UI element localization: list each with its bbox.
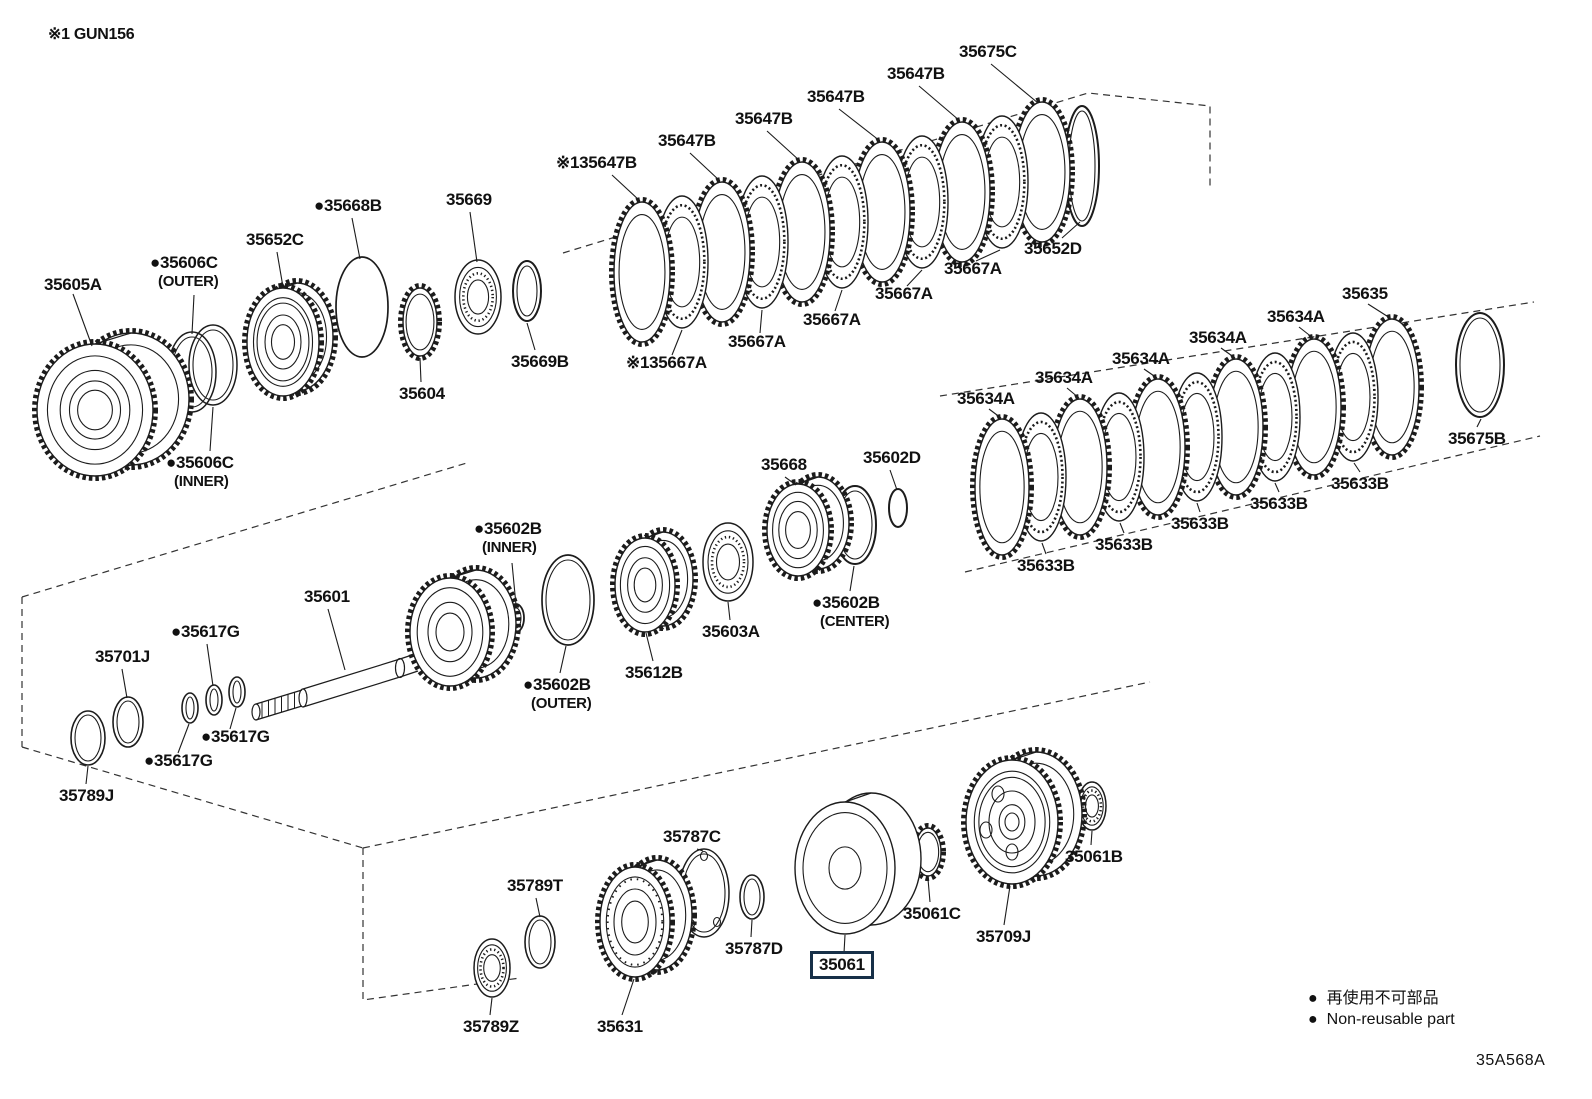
part-label-35787C[interactable]: 35787C xyxy=(663,827,721,846)
part-label-35652D[interactable]: 35652D xyxy=(1024,239,1082,258)
drawing-35668B xyxy=(335,256,389,358)
drawing-35669B xyxy=(512,260,542,322)
part-label-35634A[interactable]: 35634A xyxy=(1267,307,1325,326)
dot-icon: ● xyxy=(1308,990,1318,1007)
part-label-35647B[interactable]: ※135647B xyxy=(556,153,637,172)
part-label-35668[interactable]: 35668 xyxy=(761,455,807,474)
drawing-35604 xyxy=(398,283,442,361)
part-label-35675B[interactable]: 35675B xyxy=(1448,429,1506,448)
part-label-35634A[interactable]: 35634A xyxy=(957,389,1015,408)
part-label-35635[interactable]: 35635 xyxy=(1342,284,1388,303)
part-label-35633B[interactable]: 35633B xyxy=(1171,514,1229,533)
part-label-35606C-outer[interactable]: ●35606C(OUTER) xyxy=(150,253,219,291)
drawing-35617G xyxy=(228,676,246,708)
part-label-35667A[interactable]: ※135667A xyxy=(626,353,707,372)
part-label-35602B-inner[interactable]: ●35602B(INNER) xyxy=(474,519,542,557)
part-label-35605A[interactable]: 35605A xyxy=(44,275,102,294)
part-label-35667A[interactable]: 35667A xyxy=(728,332,786,351)
drawing-35061 xyxy=(794,792,922,935)
part-label-35617G[interactable]: ●35617G xyxy=(201,727,270,746)
drawing-35605A xyxy=(32,328,194,481)
part-label-35604[interactable]: 35604 xyxy=(399,384,445,403)
leader-lines xyxy=(72,63,1482,1016)
part-label-35789Z[interactable]: 35789Z xyxy=(463,1017,519,1036)
part-label-35633B[interactable]: 35633B xyxy=(1250,494,1308,513)
part-label-35631[interactable]: 35631 xyxy=(597,1017,643,1036)
part-label-35634A[interactable]: 35634A xyxy=(1189,328,1247,347)
drawing-35669 xyxy=(454,259,502,335)
part-label-35634A[interactable]: 35634A xyxy=(1112,349,1170,368)
part-label-35701J[interactable]: 35701J xyxy=(95,647,150,666)
dot-icon: ● xyxy=(1308,1011,1318,1028)
drawing-35789Z xyxy=(473,938,511,998)
part-label-35612B[interactable]: 35612B xyxy=(625,663,683,682)
part-label-35647B[interactable]: 35647B xyxy=(807,87,865,106)
part-label-35789T[interactable]: 35789T xyxy=(507,876,563,895)
drawing-35789J xyxy=(70,710,106,766)
part-label-35617G[interactable]: ●35617G xyxy=(144,751,213,770)
part-label-35709J[interactable]: 35709J xyxy=(976,927,1031,946)
drawing-35602D xyxy=(888,488,908,528)
part-label-35634A[interactable]: 35634A xyxy=(1035,368,1093,387)
figure-code: 35A568A xyxy=(1476,1052,1546,1069)
reference-note: ※1 GUN156 xyxy=(48,26,135,43)
part-label-35633B[interactable]: 35633B xyxy=(1017,556,1075,575)
part-label-35061-selected[interactable]: 35061 xyxy=(810,951,874,980)
drawing-35709J xyxy=(961,747,1087,889)
legend-nonreusable-jp: ●再使用不可部品 xyxy=(1308,990,1439,1007)
drawing-35606C-inner xyxy=(188,324,238,406)
part-label-35061B[interactable]: 35061B xyxy=(1065,847,1123,866)
part-label-35601[interactable]: 35601 xyxy=(304,587,350,606)
drawing-35617G xyxy=(205,684,223,716)
part-label-35602D[interactable]: 35602D xyxy=(863,448,921,467)
part-label-35675C[interactable]: 35675C xyxy=(959,42,1017,61)
drawing-35603A xyxy=(702,522,754,602)
part-label-35667A[interactable]: 35667A xyxy=(803,310,861,329)
part-label-35647B[interactable]: 35647B xyxy=(658,131,716,150)
drawing-35668 xyxy=(762,472,854,581)
drawing-35675B xyxy=(1455,312,1505,418)
part-label-35633B[interactable]: 35633B xyxy=(1095,535,1153,554)
drawing-35631 xyxy=(595,855,697,982)
part-label-35668B[interactable]: ●35668B xyxy=(314,196,382,215)
part-label-35667A[interactable]: 35667A xyxy=(875,284,933,303)
part-label-35061C[interactable]: 35061C xyxy=(903,904,961,923)
part-label-35647B[interactable]: 35647B xyxy=(887,64,945,83)
part-label-35602B-center[interactable]: ●35602B(CENTER) xyxy=(812,593,890,631)
part-label-35602B-outer[interactable]: ●35602B(OUTER) xyxy=(523,675,592,713)
part-label-35669B[interactable]: 35669B xyxy=(511,352,569,371)
drawing-35789T xyxy=(524,915,556,969)
part-label-35617G[interactable]: ●35617G xyxy=(171,622,240,641)
drawing-35652C xyxy=(242,278,338,401)
part-label-35652C[interactable]: 35652C xyxy=(246,230,304,249)
legend-nonreusable-en: ●Non-reusable part xyxy=(1308,1011,1455,1028)
drawing-35061B xyxy=(1077,781,1107,831)
drawing-35634A xyxy=(970,414,1034,560)
part-label-35787D[interactable]: 35787D xyxy=(725,939,783,958)
part-label-35647B[interactable]: 35647B xyxy=(735,109,793,128)
part-label-35603A[interactable]: 35603A xyxy=(702,622,760,641)
drawing-35787D xyxy=(739,874,765,920)
drawing-35602B-outer xyxy=(541,554,595,646)
drawing-35601 xyxy=(251,565,521,721)
part-label-35669[interactable]: 35669 xyxy=(446,190,492,209)
part-label-35667A[interactable]: 35667A xyxy=(944,259,1002,278)
part-label-35606C-inner[interactable]: ●35606C(INNER) xyxy=(166,453,234,491)
drawing-35617G xyxy=(181,692,199,724)
drawing-35612B xyxy=(610,527,698,637)
part-label-35789J[interactable]: 35789J xyxy=(59,786,114,805)
part-label-35633B[interactable]: 35633B xyxy=(1331,474,1389,493)
drawing-35701J xyxy=(112,696,144,748)
drawing-35647B xyxy=(769,157,835,307)
drawing-35647B xyxy=(609,197,675,347)
